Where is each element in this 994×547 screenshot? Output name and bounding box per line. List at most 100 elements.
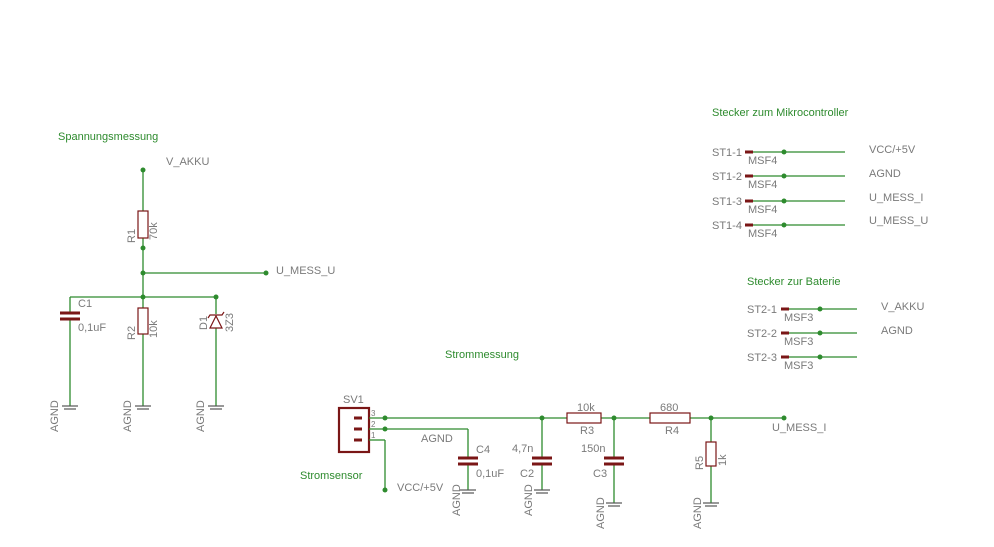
st1-pin-row: ST1-2 MSF4 AGND [712, 168, 901, 191]
resistor-r3-symbol [566, 412, 602, 424]
junction-dot [781, 149, 787, 155]
r1-name: R1 [126, 229, 138, 243]
sv1-name: SV1 [343, 394, 364, 406]
st2-pin-name: ST2-1 [747, 304, 777, 316]
sv1-pin-number: 2 [371, 420, 376, 429]
st1-pin-net: VCC/+5V [869, 144, 916, 156]
resistor-r2-symbol [137, 307, 149, 335]
st2-pin-type: MSF3 [784, 312, 813, 324]
net-label-u-mess-u: U_MESS_U [276, 265, 335, 277]
junction-dot [817, 306, 823, 312]
st1-pin-type: MSF4 [748, 155, 777, 167]
net-label-u-mess-i: U_MESS_I [772, 422, 826, 434]
junction-dot [708, 415, 714, 421]
zener-diode-d1-bar [207, 311, 225, 319]
junction-dot [263, 270, 269, 276]
r4-name: R4 [665, 425, 679, 437]
junction-dot [781, 173, 787, 179]
c3-value: 150n [581, 443, 605, 455]
junction-dot [140, 245, 146, 251]
st2-pin-row: ST2-3 MSF3 [747, 352, 857, 372]
section-title-mikrocontroller: Stecker zum Mikrocontroller [712, 107, 849, 119]
c4-value: 0,1uF [476, 468, 504, 480]
st1-pin-net: U_MESS_I [869, 192, 923, 204]
agnd-label: AGND [595, 497, 607, 529]
st2-pin-type: MSF3 [784, 360, 813, 372]
st2-pin-row: ST2-2 MSF3 AGND [747, 325, 913, 348]
junction-dot [817, 354, 823, 360]
junction-dot [382, 487, 388, 493]
stromsensor-label: Stromsensor [300, 470, 363, 482]
r2-value: 10k [148, 320, 160, 338]
st1-pin-type: MSF4 [748, 204, 777, 216]
st1-pin-type: MSF4 [748, 179, 777, 191]
voltage-divider-section: Spannungsmessung V_AKKU U_MESS_U R1 70k … [49, 131, 335, 432]
c2-value: 4,7n [512, 443, 533, 455]
st1-pin-name: ST1-3 [712, 196, 742, 208]
r3-name: R3 [580, 425, 594, 437]
r1-value: 70k [148, 222, 160, 240]
st1-pin-name: ST1-1 [712, 147, 742, 159]
junction-dot [781, 198, 787, 204]
st2-pin-row: ST2-1 MSF3 V_AKKU [747, 301, 924, 324]
sv1-pin-number: 1 [371, 431, 376, 440]
d1-value: 3Z3 [224, 313, 236, 332]
net-label-v-akku: V_AKKU [166, 156, 209, 168]
c1-name: C1 [78, 298, 92, 310]
junction-dot [382, 415, 388, 421]
junction-dot [140, 294, 146, 300]
agnd-label: AGND [49, 400, 61, 432]
st1-pin-name: ST1-4 [712, 220, 742, 232]
r2-name: R2 [126, 326, 138, 340]
zener-diode-d1-symbol [209, 314, 223, 329]
ground-symbol-agnd [208, 405, 224, 410]
st1-pin-row: ST1-1 MSF4 VCC/+5V [712, 144, 916, 167]
st1-pin-name: ST1-2 [712, 171, 742, 183]
junction-dot [781, 415, 787, 421]
st1-pin-net: U_MESS_U [869, 215, 928, 227]
st2-pin-name: ST2-3 [747, 352, 777, 364]
agnd-label: AGND [692, 497, 704, 529]
junction-dot [539, 415, 545, 421]
resistor-r1-symbol [137, 210, 149, 239]
c4-name: C4 [476, 444, 490, 456]
junction-dot [140, 270, 146, 276]
section-title-strommessung: Strommessung [445, 349, 519, 361]
c3-name: C3 [593, 468, 607, 480]
st1-pin-row: ST1-4 MSF4 U_MESS_U [712, 215, 928, 240]
connector-st1-section: Stecker zum Mikrocontroller ST1-1 MSF4 V… [712, 107, 928, 240]
net-label-agnd: AGND [421, 433, 453, 445]
ground-symbol-agnd [606, 502, 622, 507]
junction-dot [611, 415, 617, 421]
st2-pin-net: V_AKKU [881, 301, 924, 313]
ground-symbol-agnd [62, 405, 78, 410]
ground-symbol-agnd [534, 489, 550, 494]
ground-symbol-agnd [703, 502, 719, 507]
section-title-baterie: Stecker zur Baterie [747, 276, 841, 288]
st2-pin-net: AGND [881, 325, 913, 337]
agnd-label: AGND [122, 400, 134, 432]
section-title-spannungsmessung: Spannungsmessung [58, 131, 158, 143]
sv1-pin-number: 3 [371, 409, 376, 418]
connector-st2-section: Stecker zur Baterie ST2-1 MSF3 V_AKKU ST… [747, 276, 924, 372]
st1-pin-net: AGND [869, 168, 901, 180]
c1-value: 0,1uF [78, 322, 106, 334]
r3-value: 10k [577, 402, 595, 414]
st2-pin-type: MSF3 [784, 336, 813, 348]
d1-name: D1 [198, 316, 210, 330]
connector-sv1-symbol [337, 406, 371, 454]
resistor-r4-symbol [649, 412, 691, 424]
junction-dot [382, 426, 388, 432]
r5-name: R5 [694, 456, 706, 470]
net-label-vcc: VCC/+5V [397, 482, 444, 494]
st2-pin-name: ST2-2 [747, 328, 777, 340]
agnd-label: AGND [451, 484, 463, 516]
resistor-r5-symbol [705, 441, 717, 467]
junction-dot [781, 222, 787, 228]
current-measurement-section: Strommessung SV1 3 2 1 Stromsensor AG [300, 349, 826, 529]
ground-symbol-agnd [460, 489, 476, 494]
junction-dot [140, 167, 146, 173]
junction-dot [817, 330, 823, 336]
junction-dot [213, 294, 219, 300]
